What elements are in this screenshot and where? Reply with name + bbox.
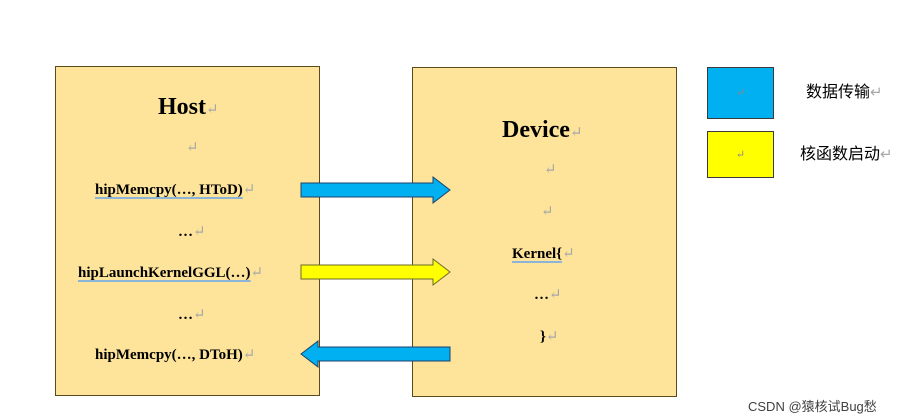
paragraph-mark: ↵ [735,149,746,161]
host-box [55,66,320,396]
legend-label-data-transfer: 数据传输↵ [806,82,883,101]
host-line-memcpy-dtoh: hipMemcpy(…, DToH)↵ [95,347,256,363]
device-line-kernel-close: }↵ [540,329,559,345]
device-box [412,67,677,397]
host-line-ellipsis-1: …↵ [178,224,206,240]
htod-transfer-arrow [300,175,451,205]
device-title: Device↵ [502,117,583,143]
host-line-launch-kernel: hipLaunchKernelGGL(…)↵ [78,265,264,281]
kernel-launch-arrow [300,257,451,287]
dtoh-transfer-arrow [300,339,451,369]
paragraph-mark: ↵ [186,140,199,156]
host-line-ellipsis-2: …↵ [178,307,206,323]
watermark: CSDN @猿核试Bug愁 [748,399,877,414]
host-title: Host↵ [158,94,219,120]
paragraph-mark: ↵ [544,162,557,178]
legend-swatch-data-transfer: ↵ [707,67,774,119]
paragraph-mark: ↵ [541,204,554,220]
device-line-ellipsis: …↵ [534,287,562,303]
legend-label-kernel-launch: 核函数启动↵ [800,144,893,163]
legend-swatch-kernel-launch: ↵ [707,131,774,178]
host-line-memcpy-htod: hipMemcpy(…, HToD)↵ [95,182,256,198]
device-line-kernel-open: Kernel{↵ [512,246,575,262]
paragraph-mark: ↵ [735,87,746,99]
